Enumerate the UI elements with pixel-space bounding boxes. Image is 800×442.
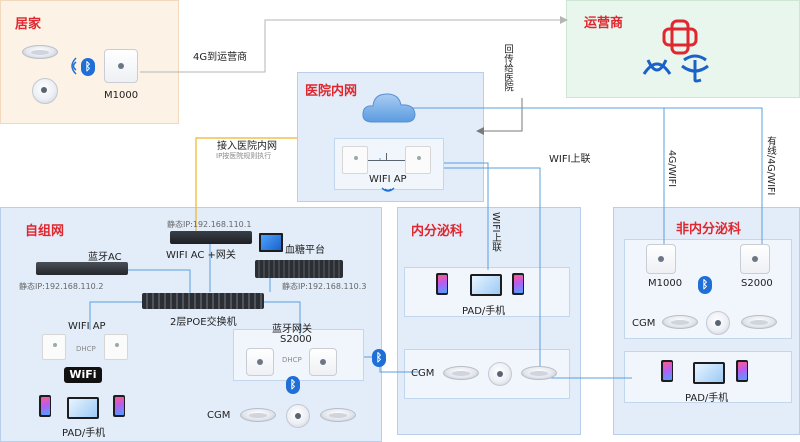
adhoc-pad (67, 397, 99, 419)
home-4g-link-label: 4G到运营商 (193, 52, 248, 63)
endo-pad-phone-label: PAD/手机 (462, 306, 506, 317)
non-endo-m1000-device (646, 244, 676, 274)
hospital-net-region (297, 72, 484, 202)
non-endo-s2000-label: S2000 (741, 278, 773, 289)
bluetooth-icon: ᛒ (81, 58, 95, 76)
china-unicom-logo (662, 19, 698, 55)
bluetooth-icon: ᛒ (372, 349, 386, 367)
home-cgm-disc (32, 78, 58, 104)
adhoc-phone-right (113, 395, 125, 417)
adhoc-title: 自组网 (25, 224, 65, 239)
endo-phone-right (512, 273, 524, 295)
hospital-net-title: 医院内网 (305, 84, 358, 99)
home-cgm-sensor (22, 45, 58, 59)
non-endo-cgm-label: CGM (632, 318, 656, 329)
adhoc-wifi-ap-label: WIFI AP (68, 321, 106, 332)
adhoc-cgm-sensor-left (240, 408, 276, 422)
endo-cgm-sensor-right (521, 366, 557, 380)
endo-phone-left (436, 273, 448, 295)
adhoc-ap-left (42, 334, 66, 360)
adhoc-s2000-label: S2000 (280, 334, 312, 345)
wifi-badge: WiFi (64, 367, 102, 383)
non-endo-cgm-sensor-left (662, 315, 698, 329)
wifi-icon (71, 57, 77, 75)
adhoc-pad-phone-label: PAD/手机 (62, 428, 106, 439)
endo-title: 内分泌科 (411, 224, 464, 239)
non-endo-cgm-disc (706, 311, 730, 335)
bluetooth-icon: ᛒ (286, 376, 300, 394)
adhoc-ap-right (104, 334, 128, 360)
wifi-ac-gateway-device (170, 231, 252, 244)
poe-switch-device (142, 293, 264, 309)
glucose-platform-label: 血糖平台 (285, 245, 325, 256)
endo-cgm-sensor-left (443, 366, 479, 380)
non-endo-s2000-device (740, 244, 770, 274)
endo-pad (470, 274, 502, 296)
adhoc-cgm-disc (286, 404, 310, 428)
join-hospital-label: 接入医院内网 (217, 141, 277, 152)
wifi-icon (381, 187, 395, 192)
wifi-badge-label: WiFi (69, 368, 97, 381)
carrier-region (566, 0, 800, 98)
home-title: 居家 (15, 17, 42, 32)
non-endo-title: 非内分泌科 (676, 222, 742, 237)
join-hospital-sublabel: IP按医院规则执行 (216, 152, 272, 160)
china-mobile-logo (642, 59, 672, 75)
carrier-title: 运营商 (584, 16, 624, 31)
poe-switch-label: 2层POE交换机 (170, 317, 237, 328)
glucose-monitor (259, 233, 283, 252)
wired-4g-wifi-label: 有线/4G/WIFI (765, 136, 776, 196)
non-endo-m1000-label: M1000 (648, 278, 683, 289)
static-ip-1-label: 静态IP:192.168.110.1 (167, 220, 252, 229)
bluetooth-icon: ᛒ (698, 276, 712, 294)
hospital-ap-left (342, 146, 368, 174)
adhoc-cgm-label: CGM (207, 410, 231, 421)
endo-lower-panel (404, 349, 570, 399)
bt-gateway-label: 蓝牙网关 (272, 324, 312, 335)
hospital-ap-connector-stem (386, 153, 387, 161)
bt-ac-label: 蓝牙AC (88, 252, 122, 263)
adhoc-region (0, 207, 382, 442)
bt-ac-device (36, 262, 128, 275)
adhoc-dhcp-2-label: DHCP (282, 356, 302, 364)
static-ip-2-label: 静态IP:192.168.110.2 (19, 282, 104, 291)
adhoc-dhcp-1-label: DHCP (76, 345, 96, 353)
wifi-uplink-right-label: WIFI上联 (549, 154, 591, 165)
non-endo-pad-phone-label: PAD/手机 (685, 393, 729, 404)
bt-gateway-right-device (309, 348, 337, 376)
home-m1000-label: M1000 (104, 90, 139, 101)
bt-gateway-left-device (246, 348, 274, 376)
non-endo-cgm-sensor-right (741, 315, 777, 329)
adhoc-cgm-sensor-right (320, 408, 356, 422)
non-endo-pad (693, 362, 725, 384)
endo-cgm-disc (488, 362, 512, 386)
hospital-wifi-ap-label: WIFI AP (369, 174, 407, 185)
4g-wifi-label: 4G/WIFI (666, 150, 677, 188)
endo-cgm-label: CGM (411, 368, 435, 379)
hospital-ap-right (405, 146, 431, 174)
glucose-server-device (255, 260, 343, 278)
static-ip-3-label: 静态IP:192.168.110.3 (282, 282, 367, 291)
china-telecom-logo (681, 54, 709, 83)
non-endo-phone-right (736, 360, 748, 382)
adhoc-phone-left (39, 395, 51, 417)
home-m1000-device (104, 49, 138, 83)
cloud-icon (362, 93, 416, 123)
return-hospital-label: 回传给医院 (502, 44, 513, 92)
wifi-uplink-mid-label: WIFI上联 (490, 212, 501, 252)
non-endo-phone-left (661, 360, 673, 382)
wifi-ac-gateway-label: WIFI AC +网关 (166, 250, 236, 261)
